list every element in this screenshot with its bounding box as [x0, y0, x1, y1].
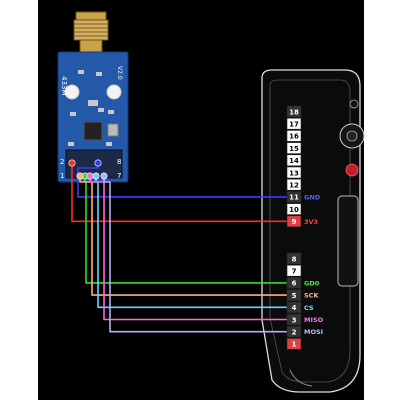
back-button-icon — [349, 99, 359, 109]
header-top-pin-15 — [286, 142, 302, 154]
header-bottom-pin-5 — [286, 289, 302, 301]
header-top-pin-18-number: 18 — [289, 108, 299, 116]
crystal — [107, 123, 119, 137]
header-bottom-pin-3 — [286, 313, 302, 326]
mounting-hole-left — [64, 84, 80, 100]
wire-3v3 — [71, 163, 287, 223]
header-top-pin-12 — [286, 178, 302, 191]
module-pin-mosi — [100, 172, 108, 180]
red-button-icon — [345, 163, 359, 177]
module-pin-1-label: 1 — [60, 172, 64, 180]
wire-group — [71, 163, 287, 333]
flipper-device — [261, 69, 365, 393]
header-bottom-pin-7-number: 7 — [292, 268, 297, 276]
header-top-pin-18 — [286, 105, 302, 118]
gpio-header-bottom: 8 7 6 GD0 5 SCK 4 CS 3 MISO 2 MOSI 1 — [286, 252, 324, 350]
header-bottom-pin-5-number: 5 — [292, 292, 297, 300]
header-bottom-pin-2 — [286, 325, 302, 338]
module-version-label: V2.0 — [116, 66, 123, 80]
module-pin-7-label: 7 — [117, 172, 121, 180]
header-bottom-pin-2-number: 2 — [292, 329, 297, 337]
signal-label-sck: SCK — [304, 292, 319, 300]
device-strap-notch — [289, 369, 313, 387]
header-top-pin-11-number: 11 — [289, 194, 299, 202]
header-bottom-pin-1-number: 1 — [292, 341, 297, 349]
header-bottom-pin-6 — [286, 277, 302, 289]
header-bottom-pin-4 — [286, 301, 302, 314]
signal-label-gnd: GND — [304, 193, 321, 201]
signal-label-3v3: 3V3 — [304, 218, 318, 226]
header-top-pin-13-number: 13 — [289, 169, 299, 177]
wire-mosi — [103, 176, 287, 333]
header-top-pin-10-number: 10 — [289, 206, 299, 214]
signal-label-gd0: GD0 — [304, 279, 320, 287]
module-pin-sck — [76, 172, 84, 180]
dpad-center-button — [346, 130, 358, 142]
header-top-pin-16-number: 16 — [289, 133, 299, 141]
device-screen — [337, 195, 359, 287]
header-bottom-pin-1 — [286, 338, 302, 350]
header-top-pin-14-number: 14 — [289, 157, 299, 165]
header-bottom-pin-7 — [286, 264, 302, 277]
module-pins — [68, 159, 108, 180]
header-bottom-pin-3-number: 3 — [292, 316, 297, 324]
header-top-pin-17 — [286, 117, 302, 130]
header-bottom-pin-8-number: 8 — [292, 255, 297, 263]
header-top-pin-17-number: 17 — [289, 121, 299, 129]
header-top-pin-13 — [286, 166, 302, 179]
signal-label-mosi: MOSI — [304, 328, 323, 336]
module-band-label: 433M — [60, 76, 68, 95]
signal-label-cs: CS — [304, 304, 314, 312]
header-bottom-pin-4-number: 4 — [292, 304, 297, 312]
header-top-pin-9 — [286, 215, 302, 228]
header-top-pin-9-number: 9 — [292, 218, 297, 226]
mounting-hole-right — [106, 84, 122, 100]
header-top-pin-12-number: 12 — [289, 182, 299, 190]
header-top-pin-16 — [286, 130, 302, 142]
header-bottom-pin-6-number: 6 — [292, 280, 297, 288]
module-pin-8-label: 8 — [117, 158, 121, 166]
gpio-header-top: 18 17 16 15 14 13 12 11 GND 10 9 3V3 — [286, 105, 321, 228]
rf-chip — [83, 121, 103, 141]
header-top-pin-14 — [286, 154, 302, 167]
device-inner-edge — [269, 79, 351, 383]
module-pin-miso — [86, 172, 94, 180]
module-pin-3v3 — [68, 159, 76, 167]
signal-label-miso: MISO — [304, 316, 324, 324]
header-top-pin-11 — [286, 191, 302, 203]
header-top-pin-15-number: 15 — [289, 145, 299, 153]
header-top-pin-10 — [286, 203, 302, 215]
module-pin-2-label: 2 — [60, 158, 64, 166]
cc1101-module: 433M V2.0 2 1 8 7 — [57, 51, 129, 183]
module-pin-gnd — [94, 159, 102, 167]
device-outline — [261, 69, 361, 393]
header-bottom-pin-8 — [286, 252, 302, 265]
module-pin-cs — [92, 172, 100, 180]
